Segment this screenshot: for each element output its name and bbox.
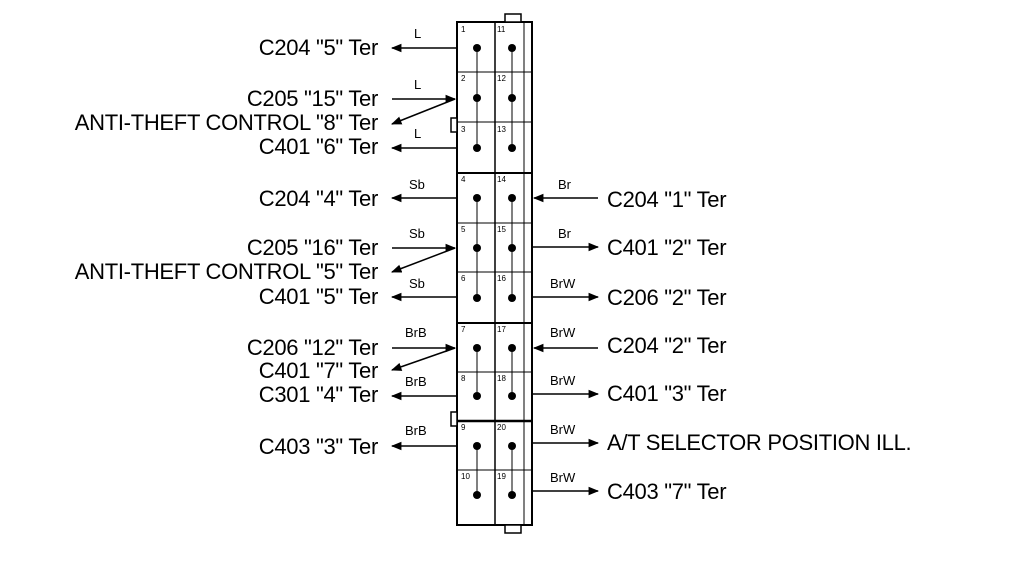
wire-antitheft-5 (391, 247, 456, 273)
label-c204-5: C204 "5" Ter (258, 35, 379, 60)
wire-color-label: BrB (405, 374, 427, 389)
pin-column-right (508, 44, 516, 499)
label-c301-4: C301 "4" Ter (258, 382, 379, 407)
wire-color-label: BrB (405, 325, 427, 340)
label-antitheft-5: ANTI-THEFT CONTROL "5" Ter (74, 259, 379, 284)
wire-color-label: BrW (550, 276, 576, 291)
pin-number: 6 (461, 274, 466, 283)
wire-color-label: BrW (550, 373, 576, 388)
pin-number: 16 (497, 274, 506, 283)
pin-column-left (473, 44, 481, 499)
label-c401-3: C401 "3" Ter (607, 381, 727, 406)
label-c205-15: C205 "15" Ter (246, 86, 378, 111)
pin-number: 10 (461, 472, 470, 481)
label-antitheft-8: ANTI-THEFT CONTROL "8" Ter (74, 110, 379, 135)
wire-antitheft-8 (391, 98, 456, 125)
wire-color-label: Br (558, 177, 571, 192)
pin-number: 20 (497, 423, 506, 432)
wire-c401-7 (391, 347, 456, 371)
wire-color-label: Sb (409, 276, 425, 291)
wire-color-label: BrW (550, 470, 576, 485)
label-c206-2: C206 "2" Ter (607, 285, 727, 310)
pin-number: 12 (497, 74, 506, 83)
label-c403-3: C403 "3" Ter (258, 434, 379, 459)
pin-number: 3 (461, 125, 466, 134)
label-c401-5: C401 "5" Ter (258, 284, 379, 309)
wire-color-label: Sb (409, 226, 425, 241)
label-c206-12: C206 "12" Ter (246, 335, 378, 360)
pin-number: 19 (497, 472, 506, 481)
pin-number: 11 (497, 25, 506, 34)
wire-color-label: Sb (409, 177, 425, 192)
pin-number: 1 (461, 25, 466, 34)
label-c204-4: C204 "4" Ter (258, 186, 379, 211)
wire-color-label: BrB (405, 423, 427, 438)
pin-number: 15 (497, 225, 506, 234)
pin-number: 18 (497, 374, 506, 383)
label-at-selector: A/T SELECTOR POSITION ILL. (607, 430, 912, 455)
label-c401-7: C401 "7" Ter (258, 358, 379, 383)
label-c204-2: C204 "2" Ter (607, 333, 727, 358)
pin-number: 7 (461, 325, 466, 334)
left-wires (390, 43, 457, 451)
pin-number: 9 (461, 423, 466, 432)
label-c401-2: C401 "2" Ter (607, 235, 727, 260)
pin-number: 17 (497, 325, 506, 334)
wire-color-label: BrW (550, 325, 576, 340)
pin-number: 4 (461, 175, 466, 184)
label-c401-6: C401 "6" Ter (258, 134, 379, 159)
pin-number: 5 (461, 225, 466, 234)
pin-number: 14 (497, 175, 506, 184)
right-wires (532, 193, 600, 496)
pin-number: 8 (461, 374, 466, 383)
label-c204-1: C204 "1" Ter (607, 187, 727, 212)
label-c205-16: C205 "16" Ter (246, 235, 378, 260)
pin-number: 2 (461, 74, 466, 83)
wire-color-label: BrW (550, 422, 576, 437)
wire-color-label: Br (558, 226, 571, 241)
wire-color-label: L (414, 77, 422, 92)
connector-body (450, 13, 533, 534)
wire-color-label: L (414, 126, 422, 141)
pin-number: 13 (497, 125, 506, 134)
label-c403-7: C403 "7" Ter (607, 479, 727, 504)
wire-color-label: L (414, 26, 422, 41)
